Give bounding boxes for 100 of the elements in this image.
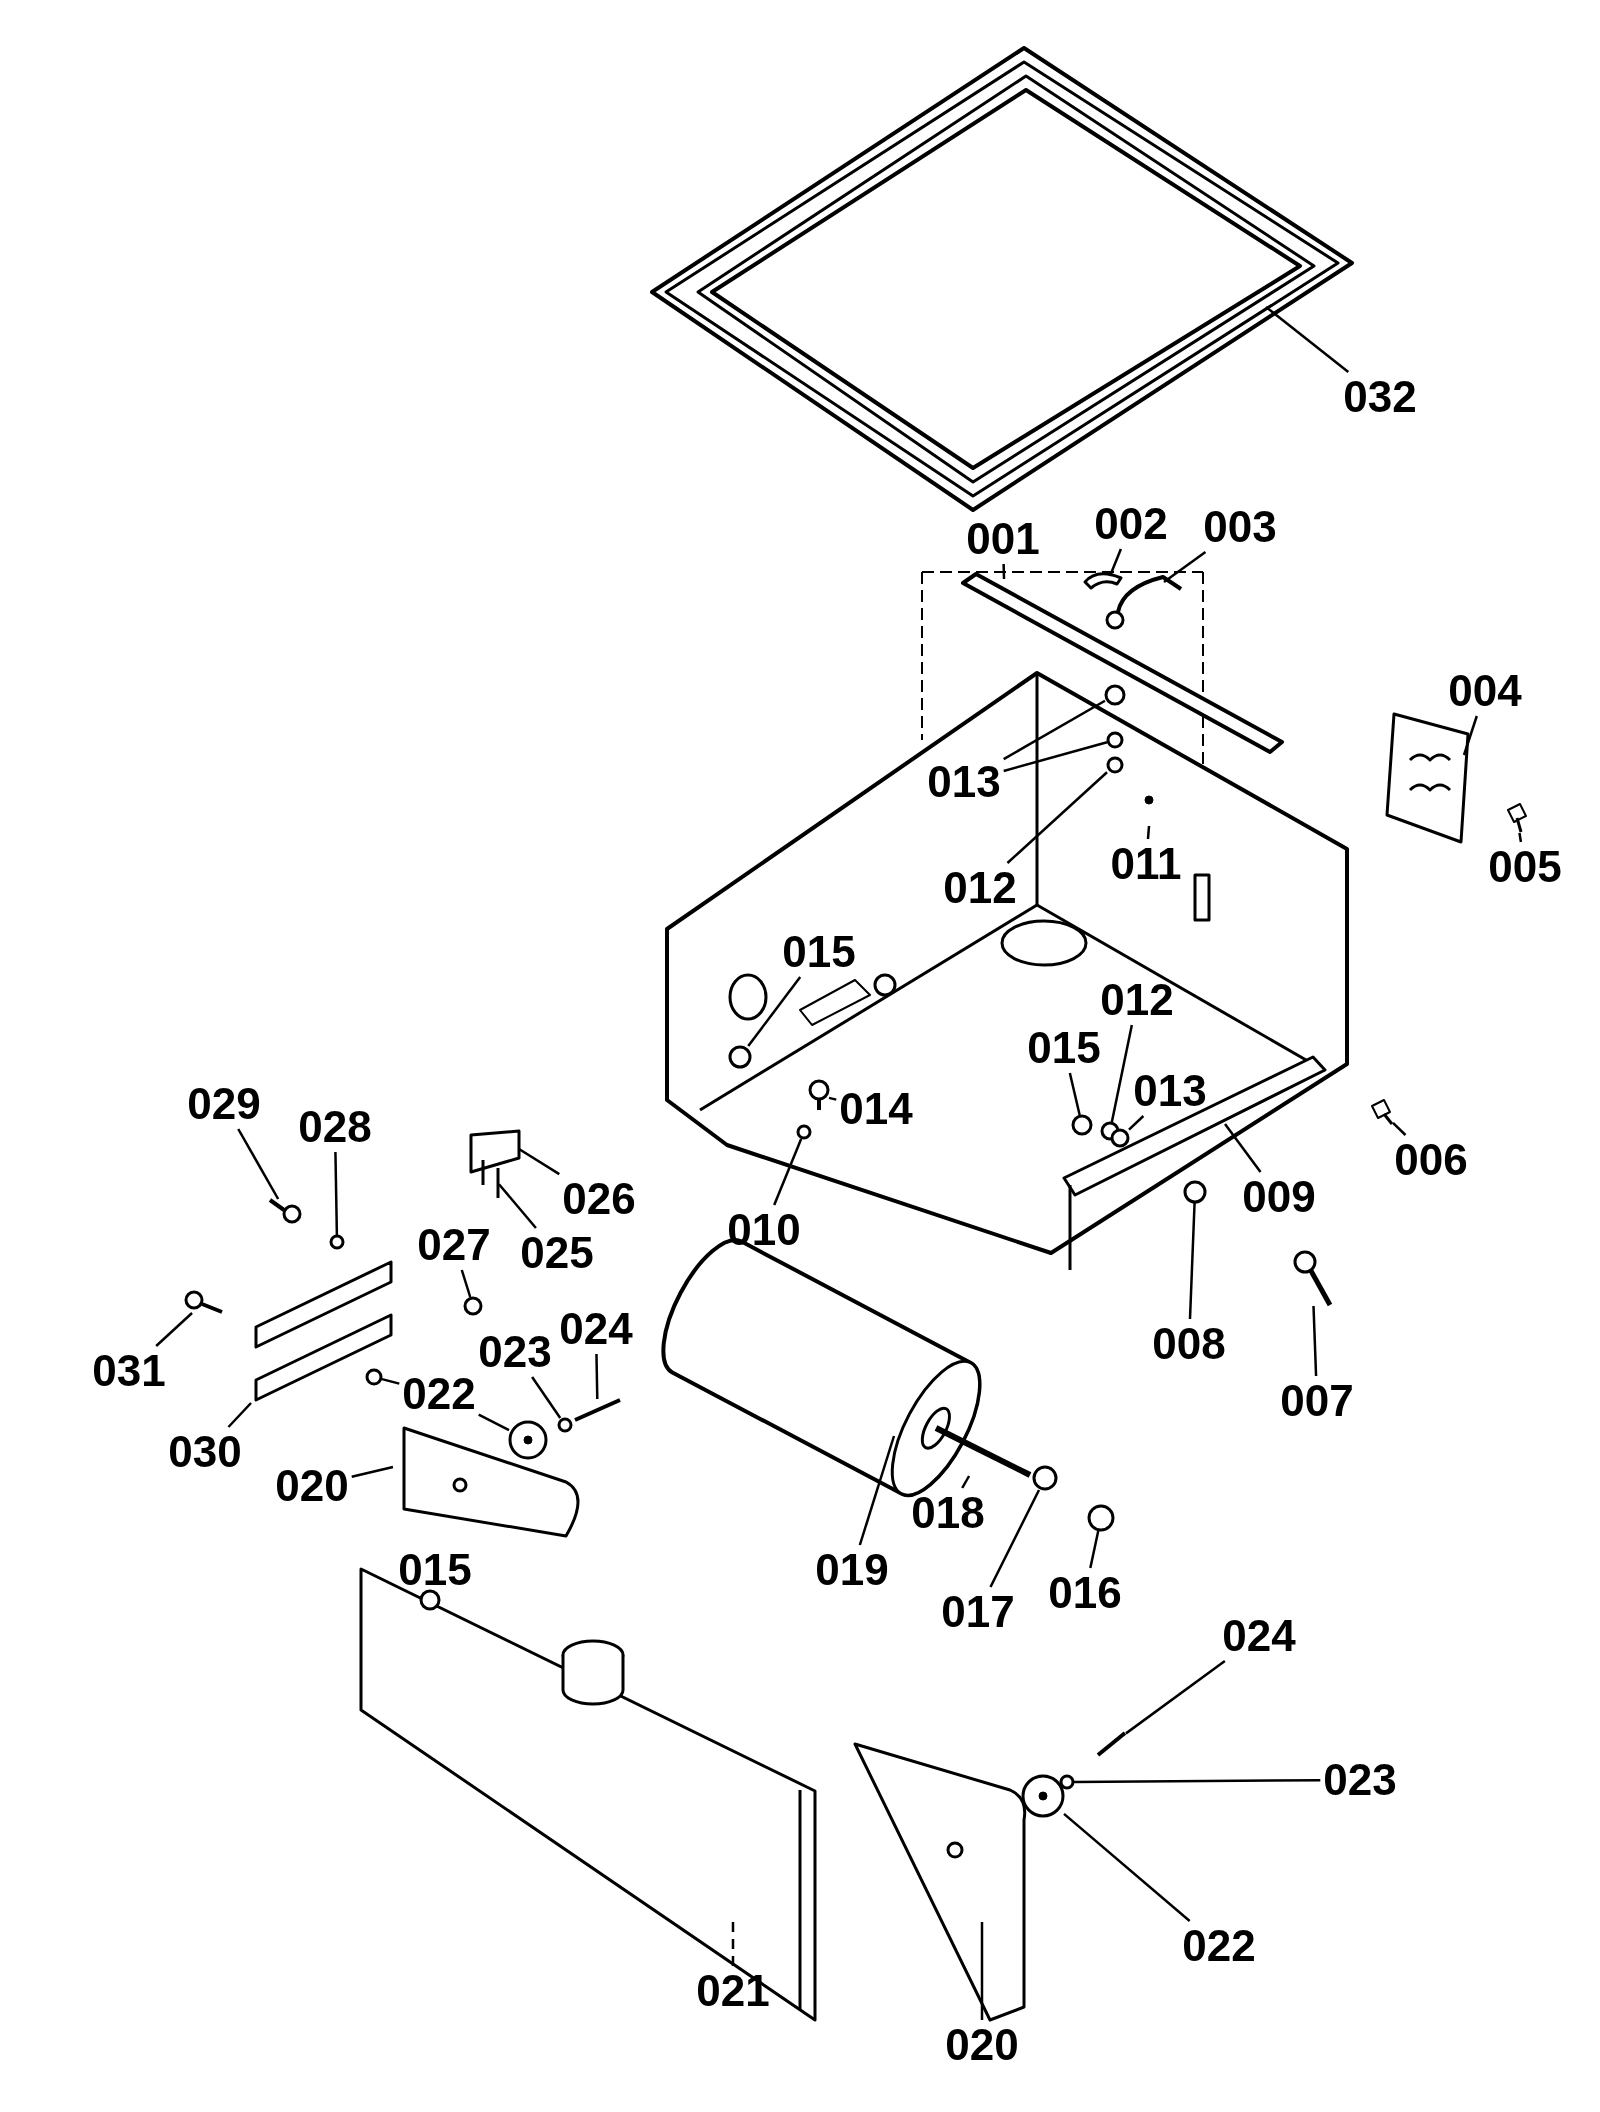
leader-line xyxy=(1110,1024,1134,1123)
leader-line xyxy=(478,1413,510,1432)
leader-line xyxy=(498,1183,537,1229)
leader-line xyxy=(460,1269,472,1298)
screw xyxy=(1096,1731,1127,1757)
washer xyxy=(365,1368,383,1386)
leader-line xyxy=(1224,1123,1262,1173)
washer xyxy=(463,1296,483,1316)
callout-number: 017 xyxy=(941,1590,1015,1634)
bolt xyxy=(808,1079,830,1110)
washer xyxy=(508,1420,548,1460)
callout-number: 012 xyxy=(943,866,1017,910)
callout-number: 010 xyxy=(727,1208,801,1252)
leader-line xyxy=(980,1922,984,2020)
callout-number: 031 xyxy=(92,1349,166,1393)
callout-number: 002 xyxy=(1094,502,1168,546)
leader-line xyxy=(1163,551,1207,583)
bolt xyxy=(1293,1250,1333,1307)
leader-line xyxy=(1068,1072,1081,1116)
callout-number: 030 xyxy=(168,1430,242,1474)
leader-line xyxy=(1128,1115,1145,1131)
leader-line xyxy=(1312,1305,1318,1377)
callout-number: 015 xyxy=(1027,1026,1101,1070)
callout-number: 013 xyxy=(1133,1069,1207,1113)
callout-number: 021 xyxy=(696,1969,770,2013)
pin xyxy=(184,1290,223,1314)
strap xyxy=(254,1260,393,1349)
nut xyxy=(557,1417,573,1433)
screw xyxy=(1507,803,1527,833)
screw xyxy=(1371,1099,1394,1125)
grip xyxy=(1083,572,1123,590)
leader-line xyxy=(1108,548,1123,577)
nut xyxy=(1032,1465,1058,1491)
leader-line xyxy=(1003,741,1108,773)
callout-number: 022 xyxy=(402,1372,476,1416)
bracket xyxy=(469,1129,521,1185)
leader-line xyxy=(1089,1530,1100,1569)
leader-line xyxy=(1265,306,1350,373)
washer xyxy=(1021,1774,1065,1818)
callout-number: 006 xyxy=(1394,1138,1468,1182)
screw xyxy=(574,1398,621,1422)
leader-line xyxy=(747,976,802,1047)
leader-line xyxy=(155,1312,193,1347)
end-plate xyxy=(402,1426,580,1538)
leader-line xyxy=(227,1402,252,1428)
callout-number: 020 xyxy=(945,2023,1019,2067)
leader-line xyxy=(1462,715,1478,756)
leader-line xyxy=(1125,1660,1226,1735)
end-plate xyxy=(853,1742,1027,2022)
pin xyxy=(268,1198,302,1224)
leader-line xyxy=(334,1151,339,1236)
callout-number: 027 xyxy=(417,1223,491,1267)
callout-number: 004 xyxy=(1448,669,1522,713)
nut xyxy=(1059,1774,1075,1790)
cable xyxy=(1105,575,1183,630)
leader-line xyxy=(595,1353,599,1400)
callout-number: 019 xyxy=(815,1548,889,1592)
leader-line xyxy=(1063,1812,1191,1922)
callout-number: 024 xyxy=(1222,1614,1296,1658)
leader-line xyxy=(858,1435,896,1546)
leader-line xyxy=(518,1147,560,1176)
callout-number: 007 xyxy=(1280,1379,1354,1423)
callout-number: 011 xyxy=(1110,842,1182,886)
callout-number: 016 xyxy=(1048,1571,1122,1615)
leader-line xyxy=(237,1128,280,1200)
leader-line xyxy=(1002,563,1006,580)
spacer xyxy=(1183,1180,1207,1204)
leader-line xyxy=(381,1377,400,1385)
screw xyxy=(496,1168,500,1198)
shaft xyxy=(934,1425,1032,1478)
terminal-plate xyxy=(1385,712,1470,844)
callout-number: 023 xyxy=(1323,1758,1397,1802)
leader-line xyxy=(773,1138,803,1206)
callout-number: 005 xyxy=(1488,845,1562,889)
callout-number: 023 xyxy=(478,1330,552,1374)
washer xyxy=(1104,684,1126,706)
sleeve xyxy=(329,1234,345,1250)
callout-number: 022 xyxy=(1182,1924,1256,1968)
callout-number: 032 xyxy=(1343,375,1417,419)
callout-number: 003 xyxy=(1203,505,1277,549)
callout-number: 001 xyxy=(966,517,1040,561)
leader-line xyxy=(1146,825,1151,840)
handle-bar xyxy=(961,572,1284,754)
leader-line xyxy=(1188,1202,1196,1320)
callout-number: 020 xyxy=(275,1464,349,1508)
leader-line xyxy=(351,1465,394,1478)
nut xyxy=(1087,1504,1115,1532)
leader-line xyxy=(1006,771,1108,864)
callout-number: 014 xyxy=(839,1087,913,1131)
callout-number: 012 xyxy=(1100,978,1174,1022)
leader-line xyxy=(961,1475,971,1489)
callout-number: 025 xyxy=(520,1231,594,1275)
callout-number: 009 xyxy=(1242,1175,1316,1219)
callout-number: 018 xyxy=(911,1491,985,1535)
leader-line xyxy=(1074,1779,1321,1784)
callout-number: 029 xyxy=(187,1082,261,1126)
callout-number: 026 xyxy=(562,1177,636,1221)
strap xyxy=(254,1313,393,1402)
leader-line xyxy=(1518,832,1523,843)
callout-number: 008 xyxy=(1152,1322,1226,1366)
